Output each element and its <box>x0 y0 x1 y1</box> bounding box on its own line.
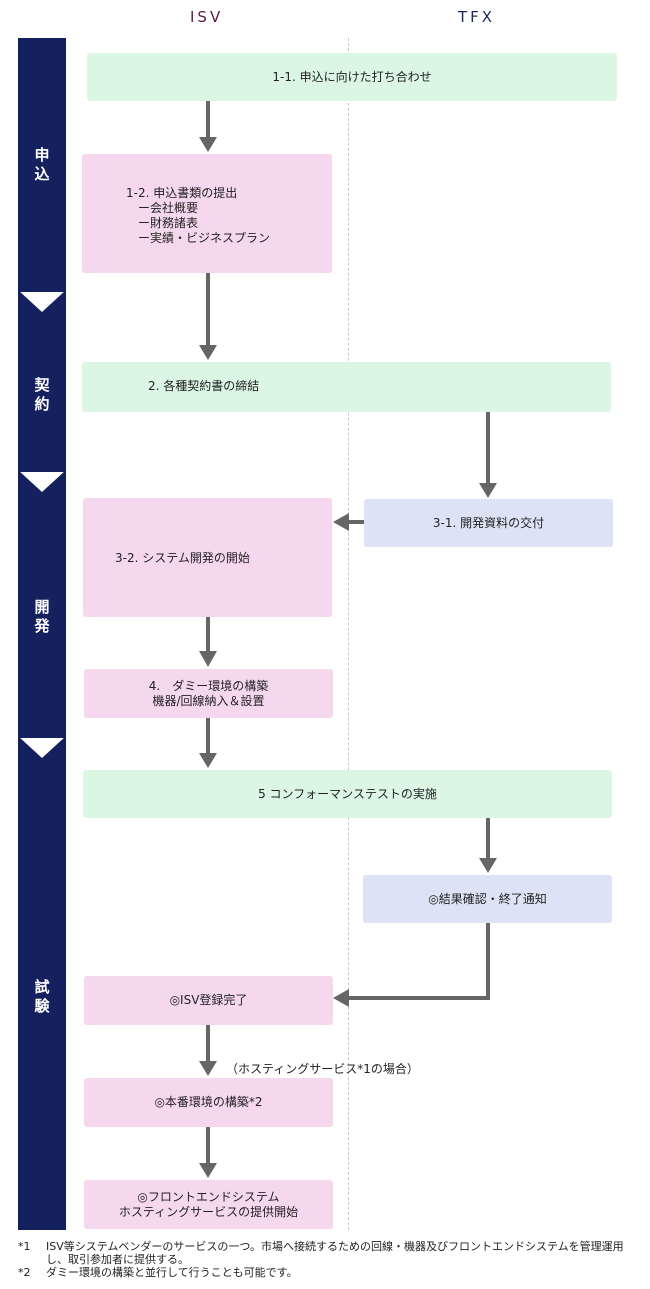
arrowhead <box>479 483 497 498</box>
step-3-1-box: 3-1. 開発資料の交付 <box>364 499 613 547</box>
step-4-label: 4. ダミー環境の構築 機器/回線納入＆設置 <box>148 678 269 708</box>
step-4-box: 4. ダミー環境の構築 機器/回線納入＆設置 <box>84 669 333 718</box>
footnote-1-mark: *1 <box>18 1240 31 1253</box>
arrowhead <box>199 1163 217 1178</box>
step-1-2-box: 1-2. 申込書類の提出 ー会社概要 ー財務諸表 ー実績・ビジネスプラン <box>82 154 332 273</box>
phase-bar-contract <box>18 320 66 472</box>
result-notice-label: ◎結果確認・終了通知 <box>428 891 547 906</box>
result-notice-box: ◎結果確認・終了通知 <box>363 875 612 923</box>
step-1-2-label: 1-2. 申込書類の提出 ー会社概要 ー財務諸表 ー実績・ビジネスプラン <box>126 186 271 245</box>
arrow-result-to-isv <box>348 923 490 1000</box>
production-env-box: ◎本番環境の構築*2 <box>84 1078 333 1127</box>
phase-label-development: 開 発 <box>34 598 50 635</box>
arrowhead <box>199 1061 217 1076</box>
arrowhead <box>199 753 217 768</box>
arrowhead <box>479 858 497 873</box>
step-3-2-box: 3-2. システム開発の開始 <box>83 498 332 617</box>
arrowhead <box>333 513 349 531</box>
step-2-label: 2. 各種契約書の締結 <box>148 379 260 393</box>
column-divider <box>348 38 349 1230</box>
arrowhead <box>199 137 217 152</box>
arrowhead <box>199 651 217 667</box>
footnote-1: *1 ISV等システムベンダーのサービスの一つ。市場へ接続するための回線・機器及… <box>18 1240 638 1266</box>
phase-chevron <box>18 470 66 514</box>
frontend-service-label: ◎フロントエンドシステム ホスティングサービスの提供開始 <box>118 1189 299 1219</box>
isv-registration-label: ◎ISV登録完了 <box>169 993 248 1007</box>
column-header-isv: ISV <box>190 8 224 26</box>
footnote-2-text: ダミー環境の構築と並行して行うことも可能です。 <box>46 1266 298 1279</box>
production-env-label: ◎本番環境の構築*2 <box>154 1095 263 1109</box>
step-3-2-label: 3-2. システム開発の開始 <box>115 551 250 565</box>
footnote-1-text: ISV等システムベンダーのサービスの一つ。市場へ接続するための回線・機器及びフロ… <box>46 1240 624 1266</box>
footnote-2: *2 ダミー環境の構築と並行して行うことも可能です。 <box>18 1266 638 1279</box>
step-5-box: 5 コンフォーマンステストの実施 <box>83 770 612 818</box>
phase-label-application: 申 込 <box>34 146 50 183</box>
phase-bar-development <box>18 500 66 738</box>
isv-registration-box: ◎ISV登録完了 <box>84 976 333 1025</box>
phase-label-testing: 試 験 <box>34 978 50 1015</box>
step-1-1-label: 1-1. 申込に向けた打ち合わせ <box>272 69 432 84</box>
footnotes: *1 ISV等システムベンダーのサービスの一つ。市場へ接続するための回線・機器及… <box>18 1240 638 1279</box>
phase-bar-application <box>18 38 66 292</box>
step-5-label: 5 コンフォーマンステストの実施 <box>258 786 437 801</box>
phase-chevron <box>18 290 66 334</box>
phase-chevron <box>18 736 66 780</box>
phase-bar-testing <box>18 766 66 1230</box>
step-3-1-label: 3-1. 開発資料の交付 <box>432 515 545 530</box>
arrowhead <box>199 345 217 360</box>
step-2-box: 2. 各種契約書の締結 <box>82 362 611 412</box>
frontend-service-box: ◎フロントエンドシステム ホスティングサービスの提供開始 <box>84 1180 333 1229</box>
hosting-note: （ホスティングサービス*1の場合） <box>226 1062 419 1076</box>
step-1-1-box: 1-1. 申込に向けた打ち合わせ <box>87 53 617 101</box>
arrowhead <box>333 989 349 1007</box>
footnote-2-mark: *2 <box>18 1266 31 1279</box>
column-header-tfx: TFX <box>458 8 496 26</box>
phase-label-contract: 契 約 <box>34 376 50 413</box>
